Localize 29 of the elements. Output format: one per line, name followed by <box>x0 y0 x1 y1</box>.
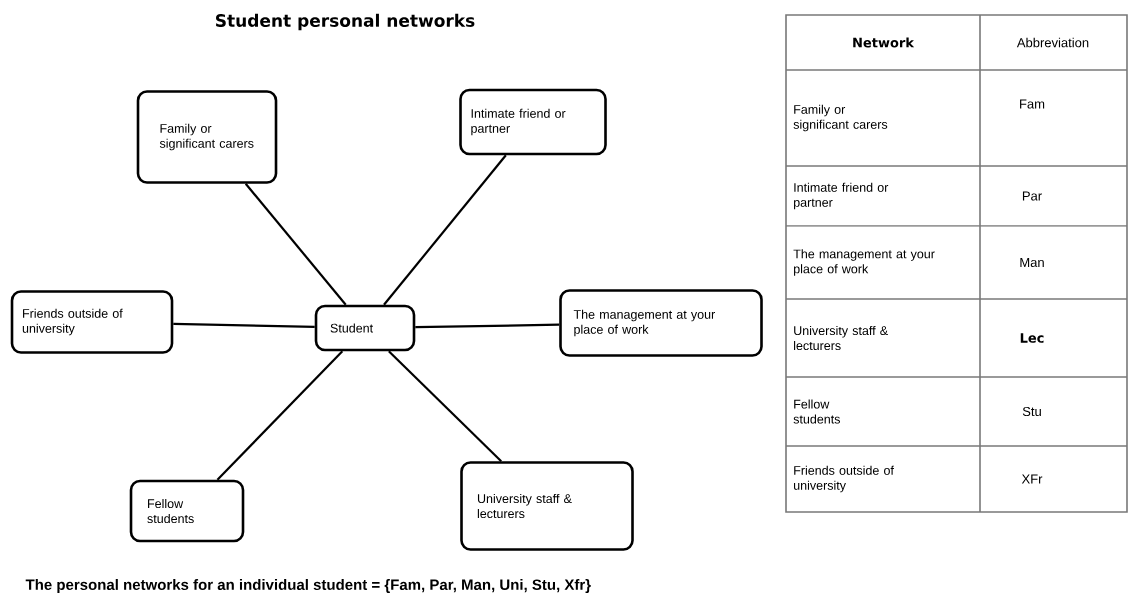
table-cell: Par <box>1022 191 1042 201</box>
connector-line <box>216 350 344 481</box>
connector-line <box>244 183 347 306</box>
table-cell: The management at your place of work <box>793 249 935 276</box>
connector-line <box>383 154 507 306</box>
network-box: The management at your place of work <box>559 289 763 357</box>
connector-line <box>388 350 502 462</box>
network-box: Intimate friend or partner <box>459 88 607 156</box>
table-cell: Man <box>1020 257 1044 268</box>
table-cell: Stu <box>1022 406 1041 417</box>
table-cell: Fellow students <box>793 399 840 424</box>
network-box: Friends outside of university <box>10 290 174 354</box>
center-box: Student <box>314 304 416 352</box>
connector-line <box>415 323 560 329</box>
connector-line <box>173 322 315 328</box>
network-box: Family or significant carers <box>136 90 278 184</box>
network-box: Fellow students <box>129 479 245 543</box>
table-header: Abbreviation <box>1016 37 1089 48</box>
caption: The personal networks for an individual student = {Fam, Par, Man, Uni, Stu, Xfr} <box>25 579 591 593</box>
table-cell: Family or significant carers <box>793 104 888 132</box>
table-cell: University staff & lecturers <box>794 325 888 351</box>
table-cell: Intimate friend or partner <box>794 182 889 210</box>
table-cell: Friends outside of university <box>794 465 894 493</box>
title: Student personal networks <box>216 13 475 31</box>
table-cell: Fam <box>1020 99 1045 109</box>
table-cell: Lec <box>1020 333 1044 343</box>
table-header: Network <box>853 37 915 48</box>
table-cell: XFr <box>1021 474 1043 484</box>
network-box: University staff & lecturers <box>460 461 634 551</box>
